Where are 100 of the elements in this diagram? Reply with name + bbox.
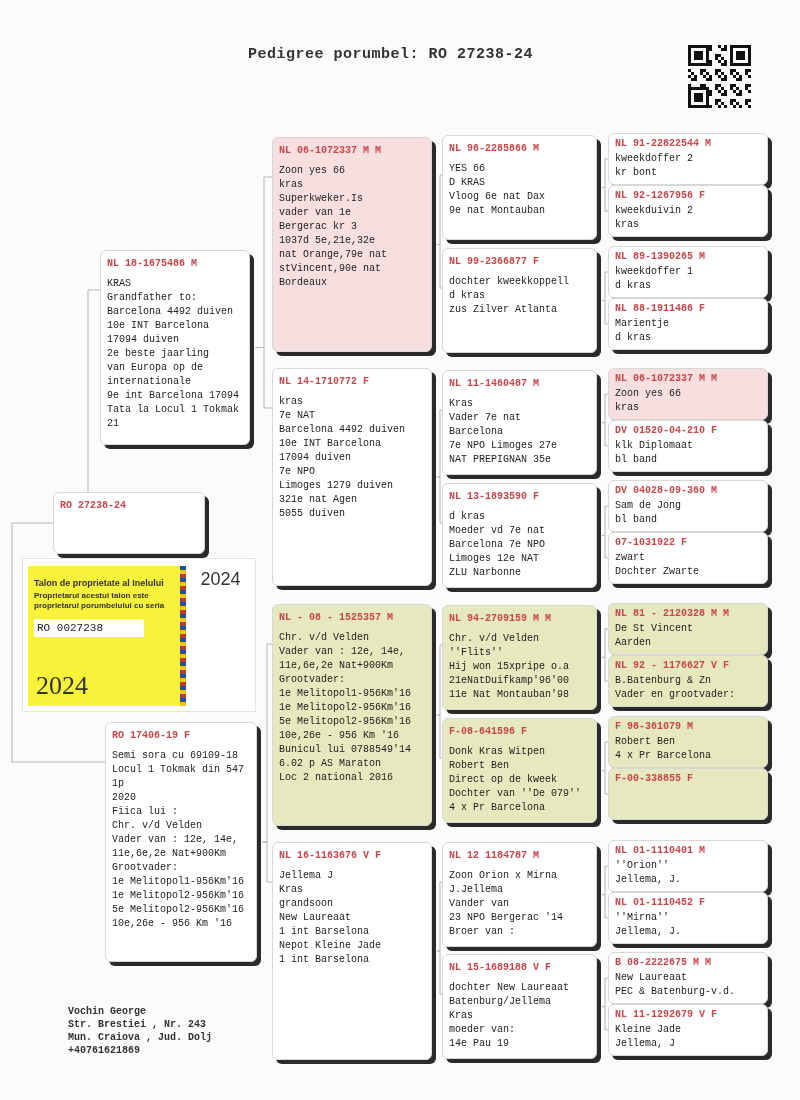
page-title: Pedigree porumbel: RO 27238-24 [248, 45, 534, 65]
note-line: dochter New Laureaat [449, 981, 571, 995]
note-line: Nepot Kleine Jade [279, 939, 383, 953]
note-line: kweekdoffer 2 [615, 152, 694, 166]
ring-number: NL 13-1893590 F [449, 490, 540, 504]
ring-ownership-card [22, 558, 256, 712]
note-line: bl band [615, 513, 658, 527]
connector-line [601, 393, 609, 423]
note-line: kras [615, 218, 640, 232]
note-line: ''Mirna'' [615, 911, 670, 925]
connector-line [601, 628, 609, 658]
ring-number: NL 18-1675486 M [107, 257, 198, 271]
address-line: Str. Brestiei , Nr. 243 [68, 1018, 208, 1031]
ring-number: NL - 08 - 1525357 M [279, 611, 395, 625]
connector-line [436, 881, 443, 952]
ring-number: DV 04028-09-360 M [615, 484, 719, 498]
note-line: stVincent,90e nat [279, 262, 383, 276]
note-line: 11e Nat Montauban'98 [449, 688, 571, 702]
note-line: 321e nat Agen [279, 493, 358, 507]
note-line: vader van 1e [279, 206, 352, 220]
connector-line [601, 894, 609, 919]
note-line: 6.02 p AS Maraton [279, 757, 383, 771]
note-line: 23 NPO Bergerac '14 [449, 911, 565, 925]
note-line: New Laureaat [279, 911, 352, 925]
year-text: 2024 [200, 569, 241, 589]
note-line: Vader van : 12e, 14e, 11e,6e,2e Nat+900Km [112, 833, 240, 861]
note-line: d kras [449, 289, 486, 303]
note-line: Barcelona 7e NPO [449, 538, 546, 552]
note-line: zwart [615, 551, 646, 565]
note-line: Jellema, J. [615, 873, 682, 887]
ring-number: NL 01-1110452 F [615, 896, 706, 910]
note-line: Kleine Jade [615, 1023, 682, 1037]
address-line: +40761621869 [68, 1044, 141, 1057]
note-line: Chr. v/d Velden [112, 819, 203, 833]
note-line: Limoges 1279 duiven [279, 479, 395, 493]
card-heading: Talon de proprietate al Inelului [34, 578, 165, 589]
connector-line [601, 865, 609, 895]
note-line: Hij won 15xpripe o.a [449, 660, 571, 674]
note-line: 14e Pau 19 [449, 1037, 510, 1051]
note-line: Semi sora cu 69109-18 [112, 749, 240, 763]
ring-number: NL 06-1072337 M M [279, 144, 383, 158]
address-line: Mun. Craiova , Jud. Dolj [68, 1031, 213, 1044]
note-line: Broer van : [449, 925, 516, 939]
connector-line [601, 158, 609, 188]
ring-number: F-00-338855 F [615, 772, 694, 786]
connector-line [436, 714, 443, 759]
note-line: Barcelona 4492 duiven [107, 305, 235, 319]
note-line: 1037d 5e,21e,32e [279, 234, 376, 248]
note-line: 17094 duiven [279, 451, 352, 465]
connector-line [254, 347, 273, 409]
note-line: Sam de Jong [615, 499, 682, 513]
note-line: d kras [615, 279, 652, 293]
note-line: Bordeaux [279, 276, 328, 290]
ring-number: NL 15-1689188 V F [449, 961, 553, 975]
note-line: kweekdoffer 1 [615, 265, 694, 279]
note-line: Barcelona [449, 425, 504, 439]
ring-number: B 08-2222675 M M [615, 956, 712, 970]
note-line: Chr. v/d Velden [279, 631, 370, 645]
note-line: Kras [279, 883, 304, 897]
note-line: ''Orion'' [615, 859, 670, 873]
note-line: grandsoon [279, 897, 334, 911]
note-line: YES 66 [449, 162, 486, 176]
ring-number: 07-1031922 F [615, 536, 688, 550]
note-line: Bergerac kr 3 [279, 220, 358, 234]
ring-number: NL 11-1292679 V F [615, 1008, 719, 1022]
note-line: Tata la Locul 1 Tokmak 21 [107, 403, 241, 431]
ring-number: RO 17406-19 F [112, 729, 191, 743]
note-line: 2020 [112, 791, 137, 805]
note-line: Jellema, J [615, 1037, 676, 1051]
note-line: Barcelona 4492 duiven [279, 423, 407, 437]
connector-line [87, 289, 101, 493]
ring-number: NL 12 1184787 M [449, 849, 540, 863]
note-line: nat Orange,79e nat [279, 248, 389, 262]
note-line: Vader en grootvader: [615, 688, 737, 702]
connector-line [436, 476, 443, 524]
ring-number: F 98-361079 M [615, 720, 694, 734]
connector-line [601, 1006, 609, 1031]
connector-line [436, 950, 443, 995]
note-line: zus Zilver Atlanta [449, 303, 559, 317]
note-line: ''Flits'' [449, 646, 504, 660]
note-line: J.Jellema [449, 883, 504, 897]
note-line: Aarden [615, 636, 652, 650]
note-line: Batenburg/Jellema [449, 995, 553, 1009]
ring-number: NL 92-1267956 F [615, 189, 706, 203]
note-line: Vader 7e nat [449, 411, 522, 425]
ring-number: NL 11-1460487 M [449, 377, 540, 391]
note-line: klk Diplomaat [615, 439, 694, 453]
ring-number: NL 88-1911486 F [615, 302, 706, 316]
ring-number: NL 89-1390265 M [615, 250, 706, 264]
note-line: Locul 1 Tokmak din 547 1p [112, 763, 246, 791]
note-line: B.Batenburg & Zn [615, 674, 712, 688]
note-line: Zoon Orion x Mirna [449, 869, 559, 883]
ring-number: RO 27238-24 [60, 499, 127, 513]
connector-line [601, 535, 609, 559]
note-line: 9e nat Montauban [449, 204, 546, 218]
note-line: Robert Ben [449, 759, 510, 773]
note-line: kweekduivin 2 [615, 204, 694, 218]
note-line: Direct op de kweek [449, 773, 559, 787]
connector-line [601, 770, 609, 795]
note-line: 1e Melitopol2-956Km'16 [279, 701, 413, 715]
